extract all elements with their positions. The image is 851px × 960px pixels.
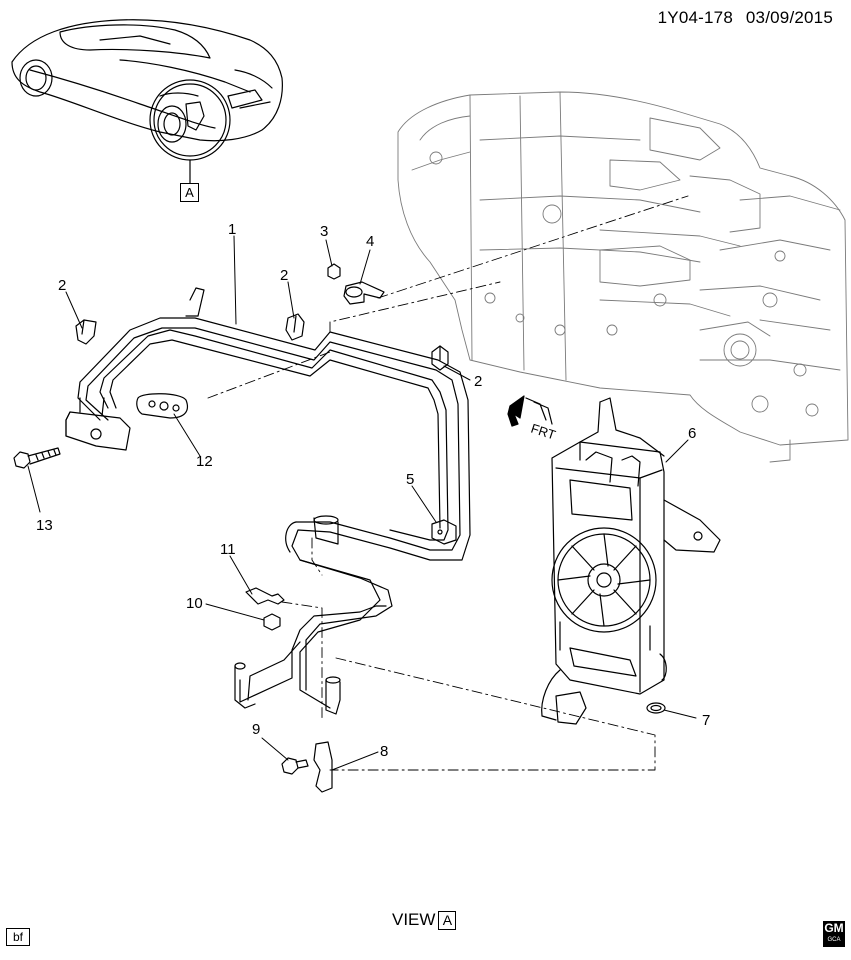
gm-logo-text: GM [824, 921, 844, 935]
callout-2-middle: 2 [280, 267, 288, 284]
view-box-label: A [438, 911, 457, 930]
view-text: VIEW [392, 910, 436, 929]
gasket-12 [136, 393, 189, 419]
callout-2-right: 2 [474, 373, 482, 390]
clip-2-middle [285, 313, 305, 341]
nut-10 [263, 613, 281, 631]
callout-3: 3 [320, 223, 328, 240]
callout-2-left: 2 [58, 277, 66, 294]
clamp-4 [343, 281, 385, 305]
forward-label: FRT [529, 421, 558, 443]
callout-numbers: 1 2 2 2 3 4 5 6 7 8 9 10 11 12 13 [36, 221, 710, 760]
nut-3 [327, 263, 341, 280]
callout-8: 8 [380, 743, 388, 760]
bf-badge: bf [6, 928, 30, 946]
diagram-date: 03/09/2015 [745, 8, 833, 27]
cooler-line-assembly [77, 287, 471, 715]
callout-leaders [27, 235, 697, 771]
callout-5: 5 [406, 471, 414, 488]
forward-arrow-icon [507, 395, 553, 427]
bracket-11 [245, 587, 285, 605]
inset-label-box: A [180, 183, 199, 202]
transmission-illustration [397, 91, 849, 463]
gm-logo-subtext: GCA [827, 937, 841, 943]
bolt-13 [13, 447, 61, 469]
seal-7 [646, 702, 666, 714]
callout-4: 4 [366, 233, 374, 250]
gm-logo: GM GCA [823, 921, 845, 947]
callout-7: 7 [702, 712, 710, 729]
callout-11: 11 [220, 541, 236, 558]
callout-13: 13 [36, 517, 53, 534]
callout-6: 6 [688, 425, 696, 442]
clip-2-right [431, 345, 449, 371]
callout-9: 9 [252, 721, 260, 738]
callout-10: 10 [186, 595, 203, 612]
bolt-9 [281, 757, 309, 775]
callout-12: 12 [196, 453, 213, 470]
leader-lines [207, 195, 689, 771]
bracket-8 [313, 741, 333, 793]
diagram-code: 1Y04-178 [657, 8, 733, 27]
tube-fitting-block [65, 397, 131, 451]
clamp-5 [431, 519, 457, 545]
oil-cooler-6 [541, 397, 721, 725]
clip-2-left [75, 319, 97, 345]
callout-1: 1 [228, 221, 236, 238]
diagram-header: 1Y04-178 03/09/2015 [658, 8, 833, 28]
car-inset-illustration [11, 19, 283, 184]
